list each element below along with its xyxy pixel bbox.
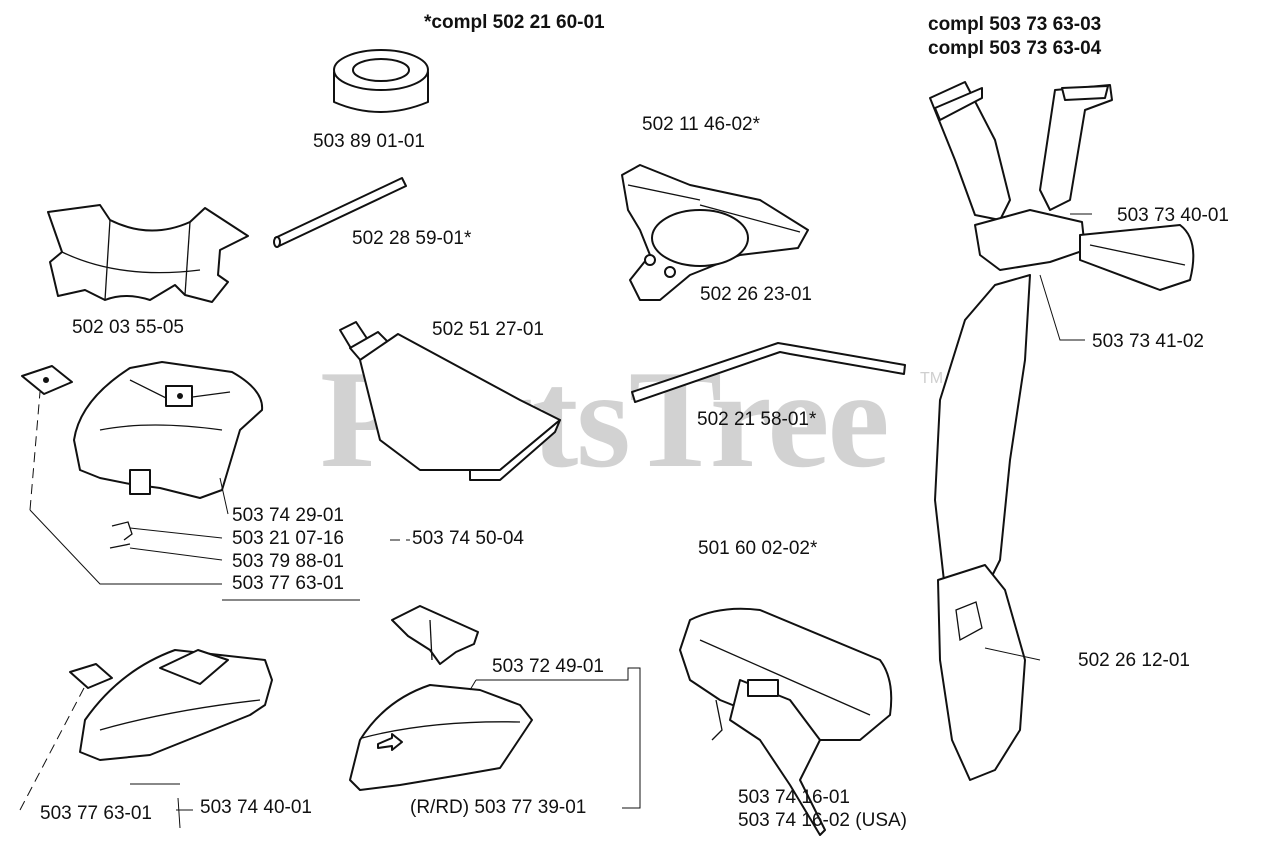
part-label[interactable]: 503 21 07-16 [232, 528, 344, 549]
part-label[interactable]: 503 79 88-01 [232, 551, 344, 572]
part-label[interactable]: 502 51 27-01 [432, 319, 544, 340]
part-label[interactable]: 502 21 58-01* [697, 409, 817, 430]
part-label[interactable]: 503 74 16-01 [738, 787, 850, 808]
harness-header-a: compl 503 73 63-03 [928, 14, 1102, 35]
part-label[interactable]: 502 26 23-01 [700, 284, 812, 305]
blade-part[interactable] [47, 204, 249, 303]
lower-guard-part[interactable] [69, 649, 273, 761]
guard-plate-part[interactable] [349, 684, 533, 791]
part-label[interactable]: 502 26 12-01 [1078, 650, 1190, 671]
part-label[interactable]: 502 28 59-01* [352, 228, 472, 249]
part-label[interactable]: 503 73 40-01 [1117, 205, 1229, 226]
part-label[interactable]: 503 74 16-02 (USA) [738, 810, 907, 831]
part-label[interactable]: 503 89 01-01 [313, 131, 425, 152]
mount-plate-part[interactable] [21, 365, 73, 395]
part-label[interactable]: 501 60 02-02* [698, 538, 818, 559]
bracket-part[interactable] [391, 605, 479, 665]
part-label[interactable]: 502 11 46-02* [642, 114, 760, 135]
harness-header-b: compl 503 73 63-04 [928, 38, 1102, 59]
part-label[interactable]: 503 77 63-01 [232, 573, 344, 594]
leader-lines [19, 213, 1092, 829]
part-label[interactable]: 503 72 49-01 [492, 656, 604, 677]
part-label[interactable]: 503 73 41-02 [1092, 331, 1204, 352]
part-label[interactable]: 503 74 29-01 [232, 505, 344, 526]
harness-part[interactable] [929, 81, 1195, 781]
grease-tube-part[interactable] [339, 321, 561, 481]
part-label[interactable]: 503 74 50-04 [412, 528, 524, 549]
hex-key-part[interactable] [631, 342, 906, 403]
hip-pad-part[interactable] [679, 607, 893, 836]
screw-part[interactable] [109, 521, 133, 549]
part-label[interactable]: 503 77 63-01 [40, 803, 152, 824]
bushing-part[interactable] [333, 49, 429, 113]
rod-part[interactable] [273, 177, 407, 248]
trimmer-guard-part[interactable] [73, 361, 264, 499]
part-label[interactable]: (R/RD) 503 77 39-01 [410, 797, 587, 818]
watermark-tm: TM [920, 370, 944, 387]
part-label[interactable]: 502 03 55-05 [72, 317, 184, 338]
part-label[interactable]: 503 74 40-01 [200, 797, 312, 818]
support-cup-part[interactable] [621, 164, 809, 301]
kit-header: *compl 502 21 60-01 [424, 12, 605, 33]
